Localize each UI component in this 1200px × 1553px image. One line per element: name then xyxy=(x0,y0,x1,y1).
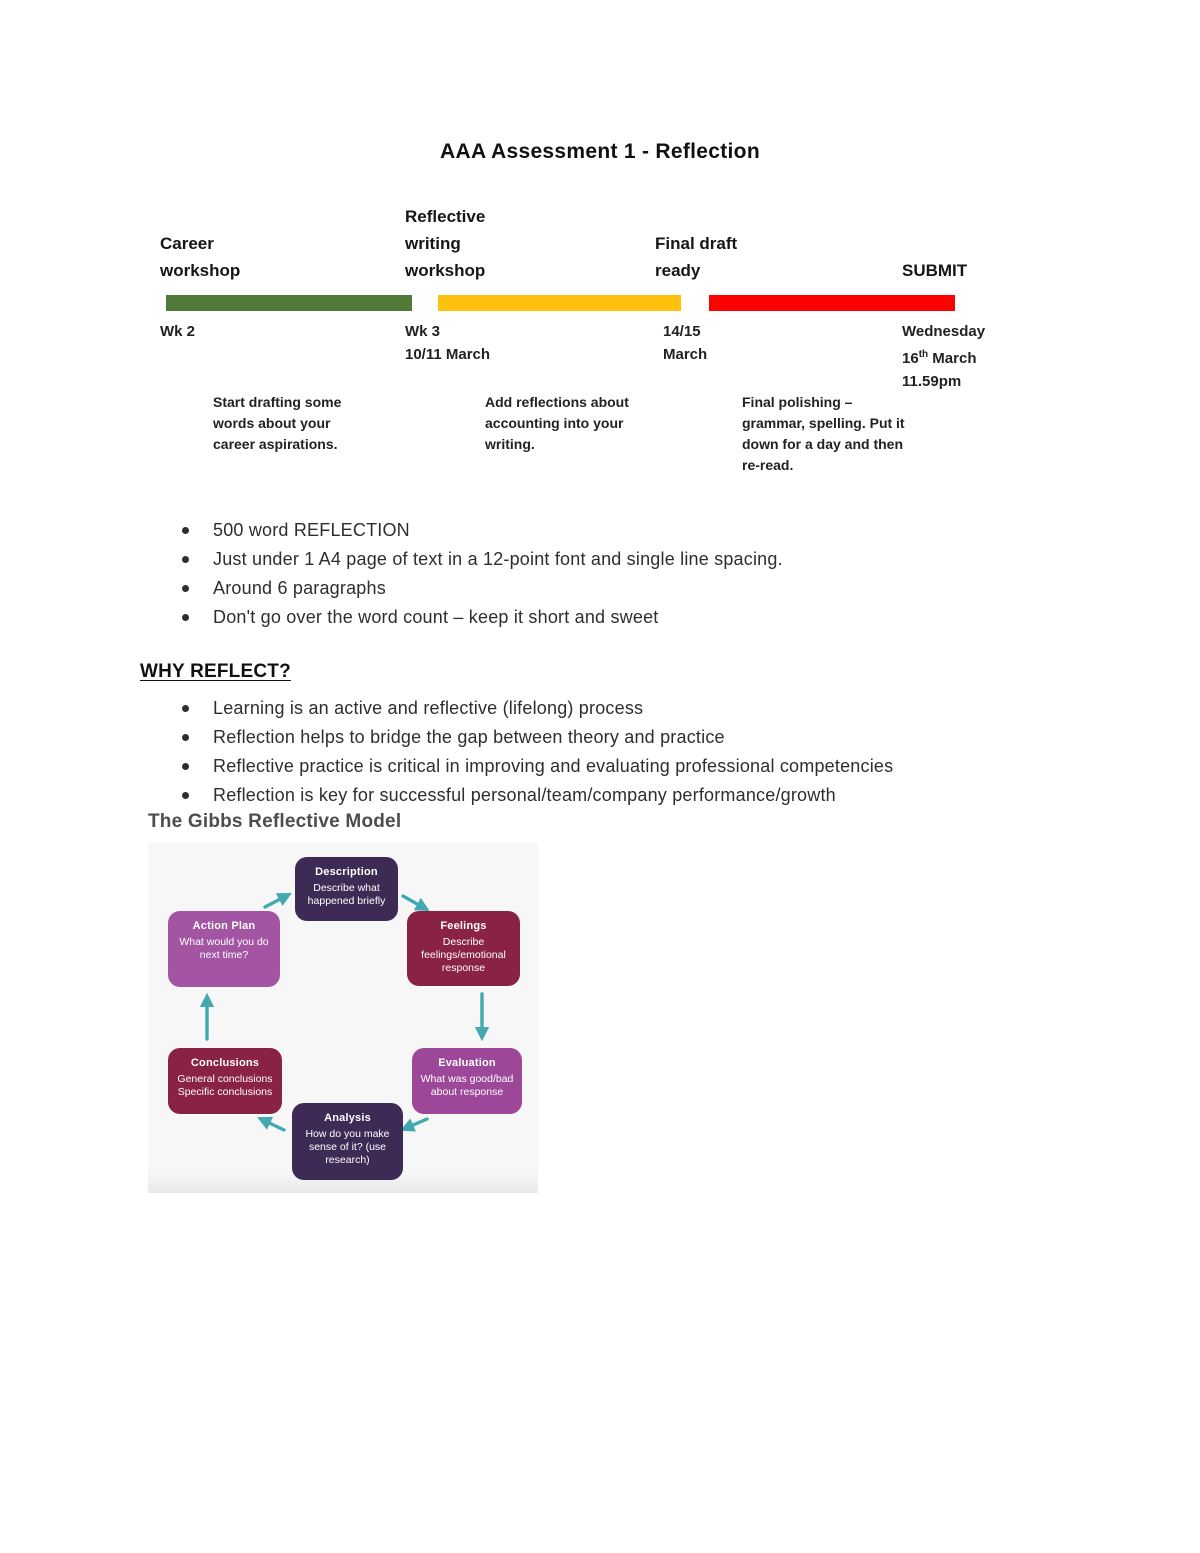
why-reflect-list: Learning is an active and reflective (li… xyxy=(181,694,893,810)
milestone-date-submit: Wednesday 16th March 11.59pm xyxy=(902,323,986,390)
timeline-bar-yellow xyxy=(438,295,681,311)
timeline-bar-green xyxy=(166,295,412,311)
arrow-actionplan-to-description xyxy=(263,893,292,909)
milestone-date-14-15-march: 14/15 March xyxy=(663,323,708,363)
list-item: 500 word REFLECTION xyxy=(182,516,783,545)
milestone-label-final-draft-ready: Final draft ready xyxy=(655,234,738,280)
milestone-note-drafting: Start drafting some words about your car… xyxy=(213,394,342,452)
gibbs-node-evaluation: Evaluation What was good/bad about respo… xyxy=(412,1048,522,1114)
list-item: Just under 1 A4 page of text in a 12-poi… xyxy=(182,545,783,574)
gibbs-node-analysis: Analysis How do you make sense of it? (u… xyxy=(292,1103,403,1180)
list-item: Learning is an active and reflective (li… xyxy=(181,694,893,723)
list-item: Reflection is key for successful persona… xyxy=(181,781,893,810)
list-item: Don't go over the word count – keep it s… xyxy=(182,603,783,632)
timeline: Career workshop Reflective writing works… xyxy=(160,200,1000,490)
spec-list: 500 word REFLECTION Just under 1 A4 page… xyxy=(182,516,783,632)
list-item: Reflective practice is critical in impro… xyxy=(181,752,893,781)
milestone-label-reflective-writing-workshop: Reflective writing workshop xyxy=(405,207,486,280)
page-title: AAA Assessment 1 - Reflection xyxy=(440,140,760,163)
timeline-bar-red xyxy=(709,295,955,311)
gibbs-node-action-plan: Action Plan What would you do next time? xyxy=(168,911,280,987)
arrow-description-to-feelings xyxy=(401,894,430,912)
milestone-note-reflections: Add reflections about accounting into yo… xyxy=(485,394,629,452)
milestone-date-wk2: Wk 2 xyxy=(160,323,196,340)
arrow-analysis-to-conclusions xyxy=(257,1116,286,1132)
milestone-date-wk3: Wk 3 10/11 March xyxy=(405,323,491,363)
arrow-evaluation-to-analysis xyxy=(400,1117,429,1132)
gibbs-diagram: Description Describe what happened brief… xyxy=(148,843,538,1193)
gibbs-node-description: Description Describe what happened brief… xyxy=(295,857,398,921)
list-item: Reflection helps to bridge the gap betwe… xyxy=(181,723,893,752)
milestone-label-submit: SUBMIT xyxy=(902,261,968,280)
milestone-note-polishing: Final polishing – grammar, spelling. Put… xyxy=(742,394,905,473)
milestone-label-career-workshop: Career workshop xyxy=(160,234,241,280)
gibbs-node-feelings: Feelings Describe feelings/emotional res… xyxy=(407,911,520,986)
why-reflect-heading: WHY REFLECT? xyxy=(140,661,291,682)
gibbs-model-heading: The Gibbs Reflective Model xyxy=(148,811,402,832)
list-item: Around 6 paragraphs xyxy=(182,574,783,603)
gibbs-node-conclusions: Conclusions General conclusions Specific… xyxy=(168,1048,282,1114)
